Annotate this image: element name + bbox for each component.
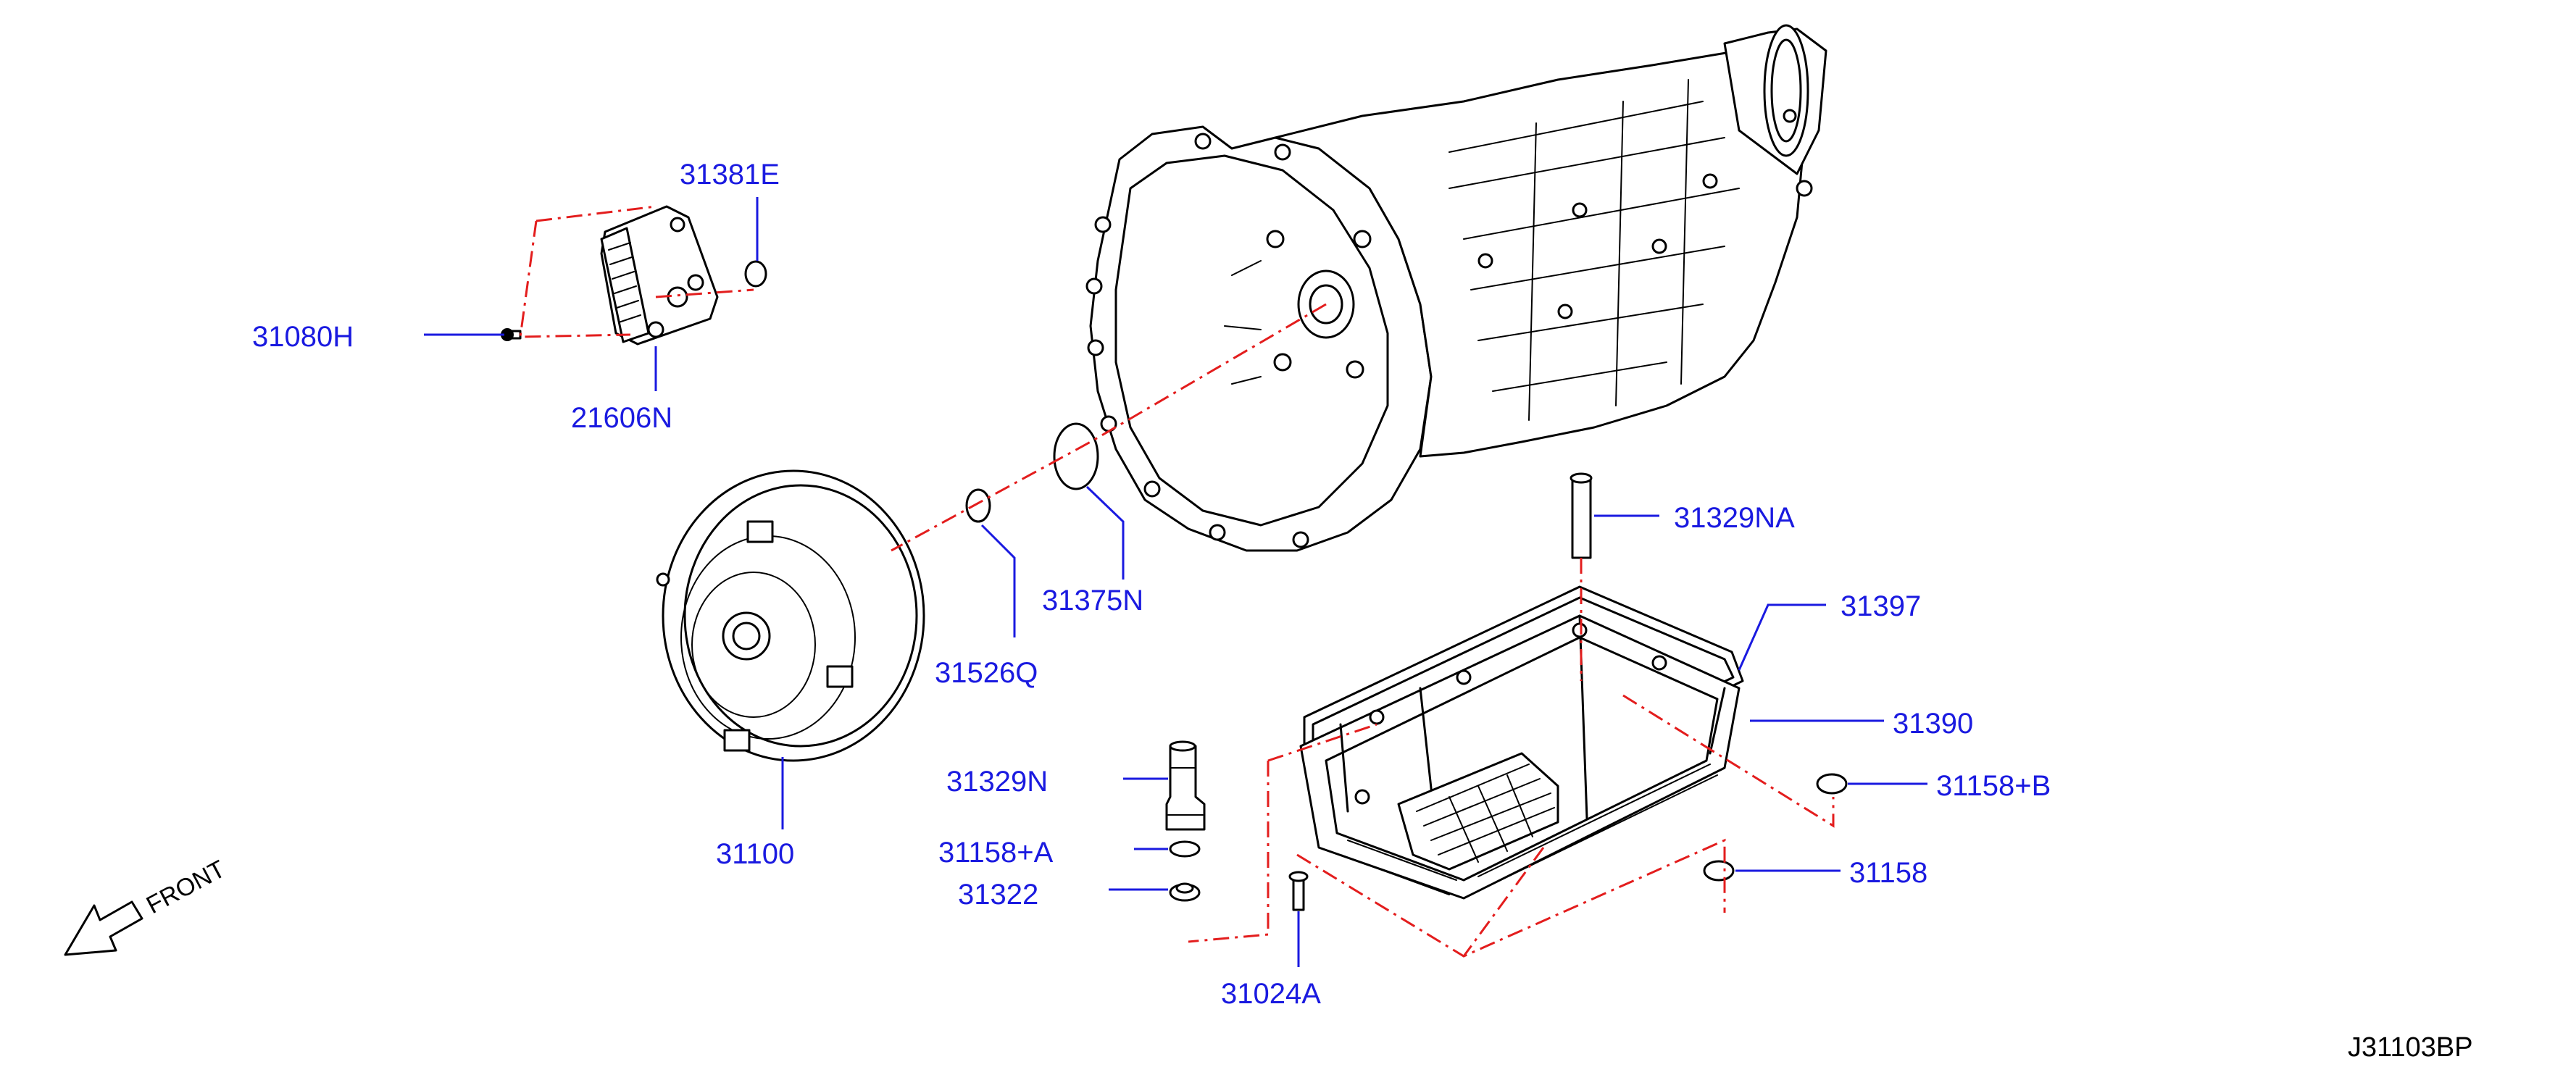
label-31375n: 31375N (1042, 585, 1143, 616)
label-31322: 31322 (958, 879, 1038, 911)
part-labels: 31381E 31080H 21606N 31375N 31526Q 31100… (252, 159, 2051, 1010)
bolt-31024a (1288, 871, 1309, 911)
label-31397: 31397 (1841, 590, 1921, 622)
seal-31375n (1053, 422, 1099, 490)
label-31526q: 31526Q (935, 657, 1038, 689)
label-31158a: 31158+A (938, 837, 1054, 869)
label-31024a: 31024A (1221, 978, 1321, 1010)
fill-tube-31329na (1570, 472, 1593, 559)
label-31158b: 31158+B (1936, 770, 2051, 802)
label-31390: 31390 (1893, 708, 1973, 740)
transmission-case (1085, 24, 1827, 552)
oil-cooler (600, 205, 719, 346)
oil-pan (1299, 614, 1741, 900)
o-ring-31381e (744, 260, 767, 288)
torque-converter (656, 469, 925, 762)
o-ring-31158 (1703, 860, 1735, 882)
plug-31322 (1169, 882, 1201, 902)
leader-lines (424, 197, 1927, 967)
label-31329n: 31329N (946, 766, 1048, 798)
front-arrow-icon (64, 900, 143, 956)
label-31381e: 31381E (680, 159, 780, 191)
o-ring-31158a (1169, 840, 1201, 858)
o-ring-31526q (965, 488, 991, 523)
front-indicator: FRONT (64, 856, 230, 956)
label-31080h: 31080H (252, 321, 354, 353)
diagram-reference-code: J31103BP (2348, 1032, 2473, 1063)
label-21606n: 21606N (571, 402, 672, 434)
front-label: FRONT (142, 856, 230, 920)
label-31158: 31158 (1849, 857, 1927, 889)
label-31100: 31100 (716, 838, 794, 870)
o-ring-31158b (1816, 773, 1848, 795)
label-31329na: 31329NA (1674, 502, 1795, 534)
alignment-lines (519, 205, 1835, 958)
fitting-31329n (1165, 740, 1206, 831)
